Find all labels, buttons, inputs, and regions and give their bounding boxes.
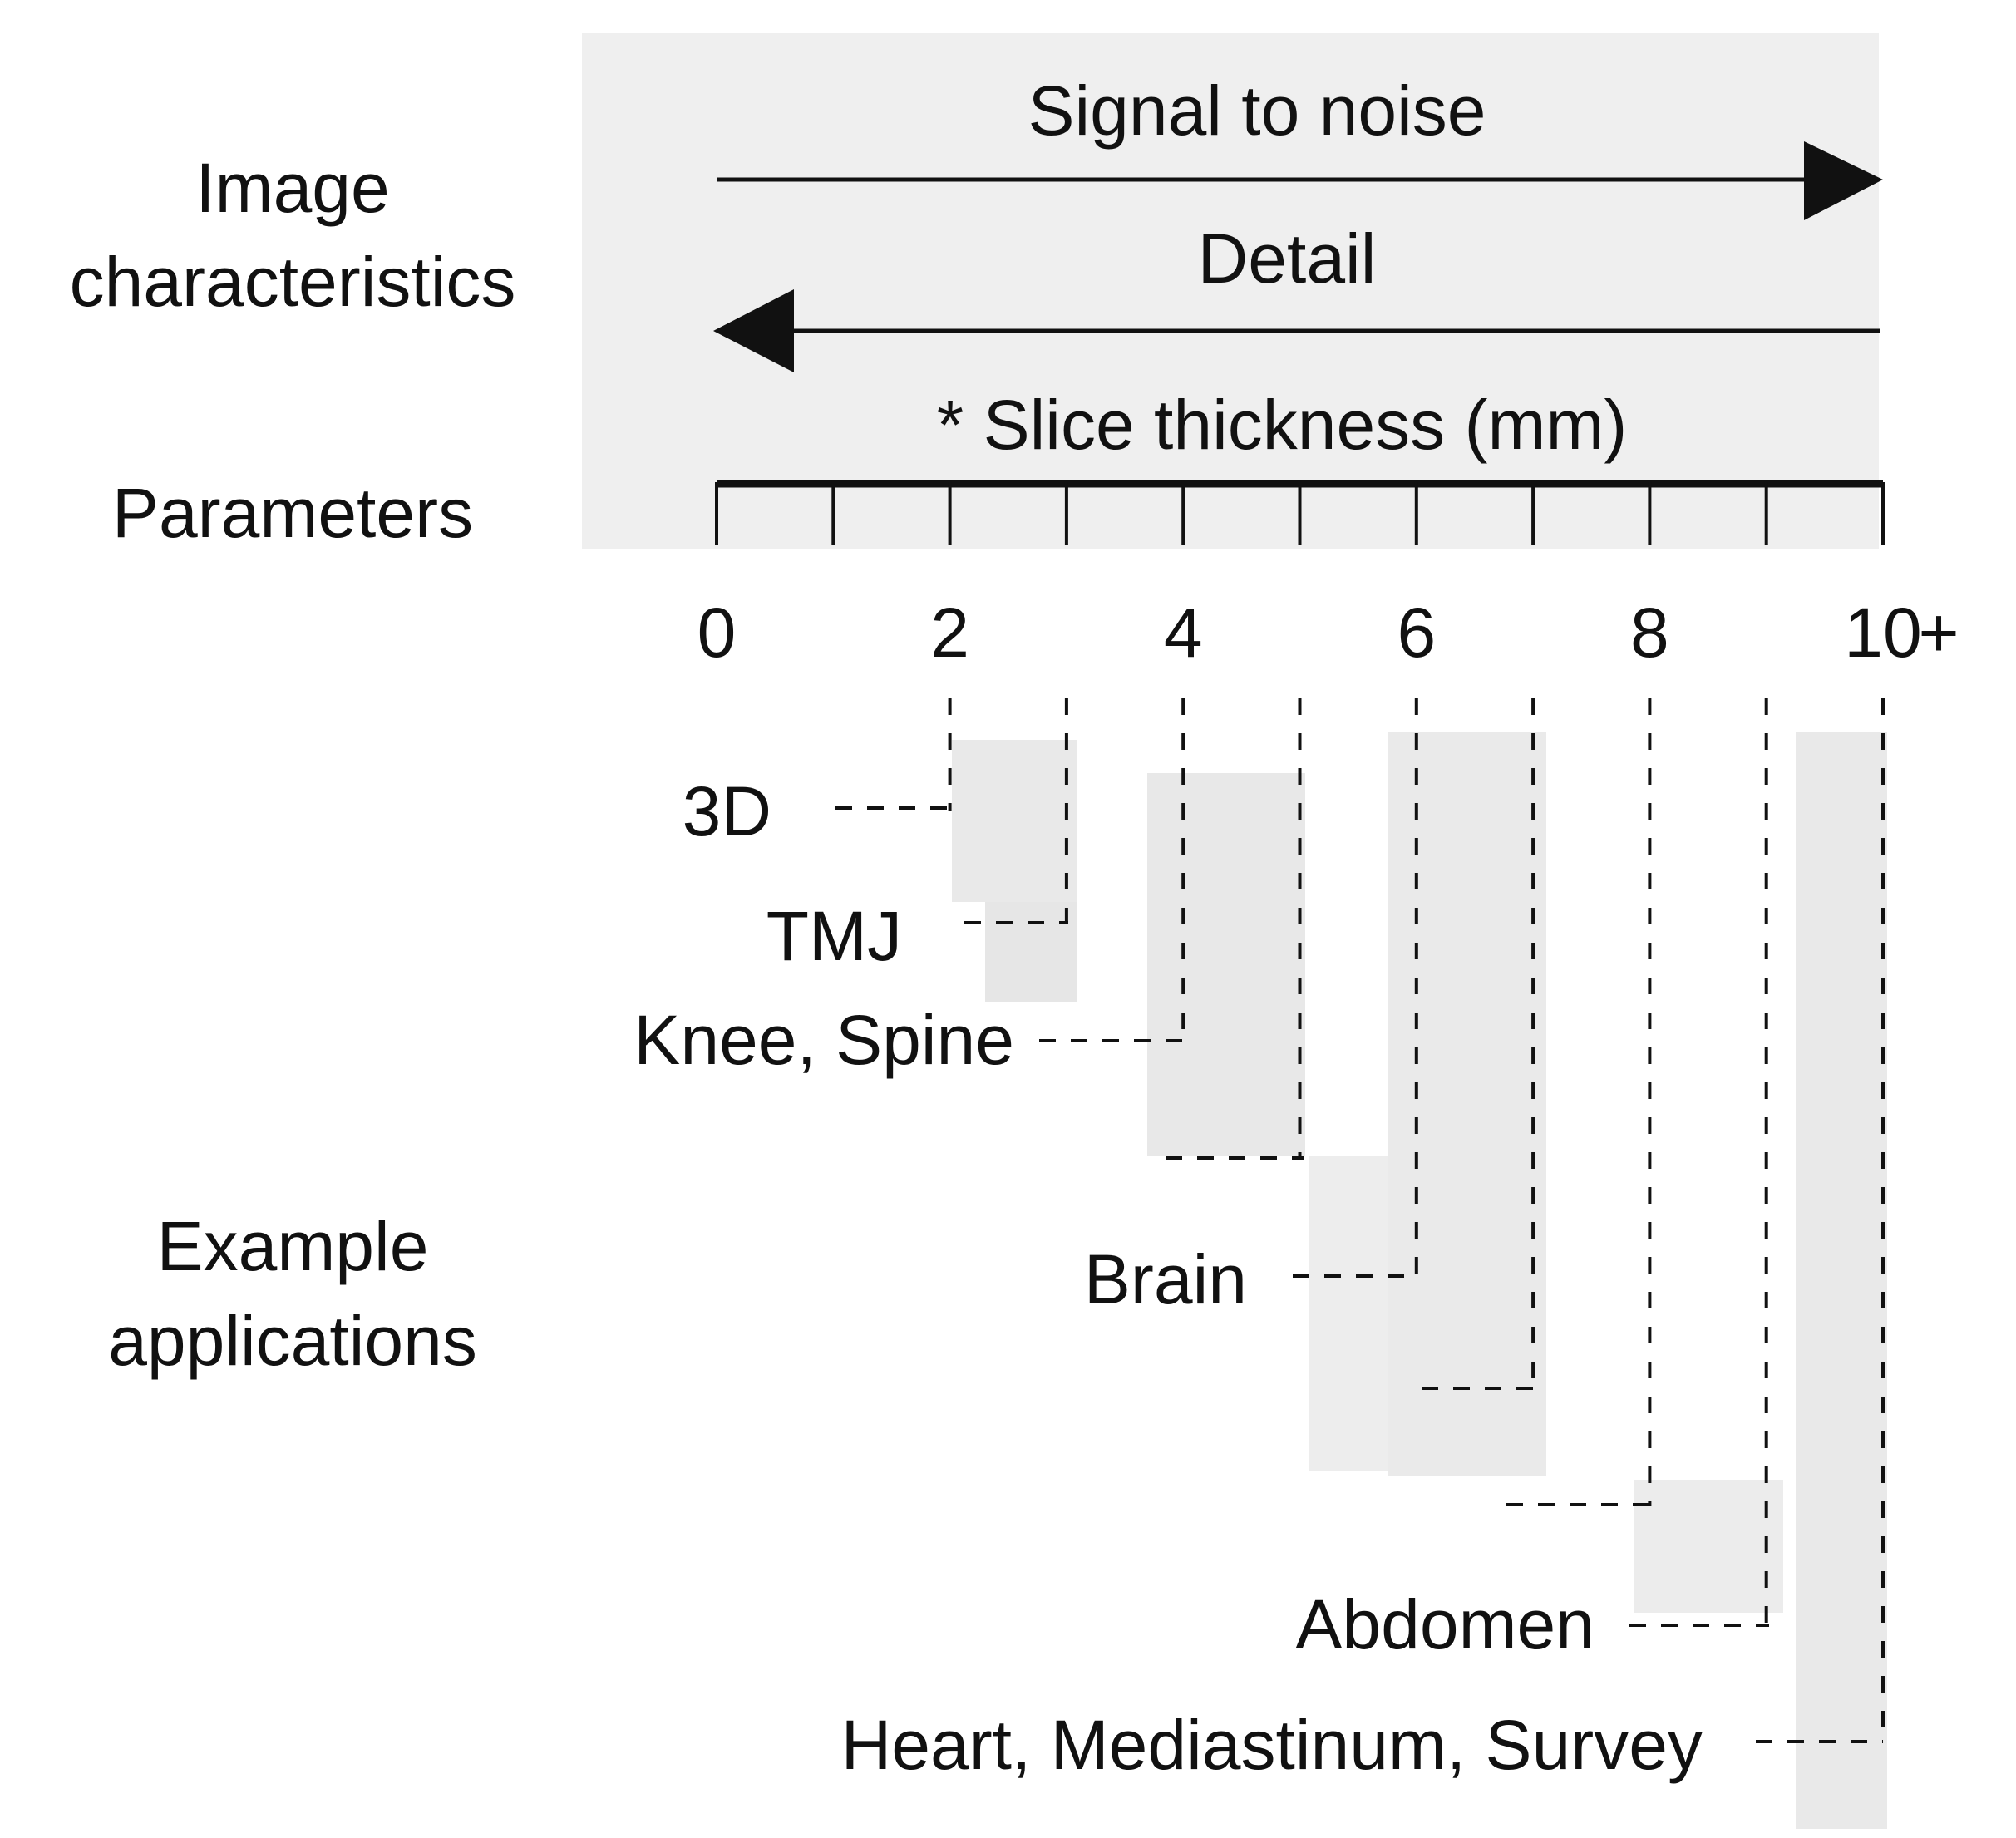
application-shading xyxy=(952,732,1887,1829)
signal-to-noise-label: Signal to noise xyxy=(1028,71,1486,150)
shade-brain xyxy=(1388,732,1546,1476)
axis-tick-label-0: 0 xyxy=(697,594,737,672)
application-label-heart: Heart, Mediastinum, Survey xyxy=(841,1706,1703,1784)
shade-knee-spine xyxy=(1147,773,1305,1156)
application-label-knee-spine: Knee, Spine xyxy=(633,1001,1014,1079)
axis-tick-label-4: 4 xyxy=(1164,594,1203,672)
row-label-examples-line1: Example xyxy=(157,1207,429,1285)
application-list: 3D TMJ Knee, Spine Brain Abdomen Heart, … xyxy=(633,772,1703,1784)
row-label-image-line1: Image xyxy=(195,149,389,227)
application-label-abdomen: Abdomen xyxy=(1295,1585,1595,1663)
application-label-3d: 3D xyxy=(683,772,771,850)
axis-tick-label-2: 2 xyxy=(930,594,969,672)
application-label-brain: Brain xyxy=(1084,1240,1247,1318)
axis-tick-labels: 0 2 4 6 8 10 xyxy=(697,594,1922,672)
row-label-parameters: Parameters xyxy=(112,474,473,552)
shade-3d xyxy=(952,740,1077,902)
shade-heart xyxy=(1796,732,1887,1829)
arrow-left-icon xyxy=(713,289,794,372)
row-label-examples-line2: applications xyxy=(108,1302,477,1380)
axis-overflow-label: + xyxy=(1918,594,1959,672)
application-leaders xyxy=(835,806,1883,1743)
detail-label: Detail xyxy=(1198,219,1377,298)
guide-lines xyxy=(948,698,1885,1746)
axis-title: * Slice thickness (mm) xyxy=(937,386,1628,464)
shade-abdomen xyxy=(1634,1480,1783,1613)
application-label-tmj: TMJ xyxy=(766,897,902,975)
axis-tick-label-8: 8 xyxy=(1630,594,1669,672)
header-shade xyxy=(582,33,1879,549)
axis-tick-label-10: 10 xyxy=(1844,594,1921,672)
row-label-image-line2: characteristics xyxy=(70,243,516,321)
axis-tick-label-6: 6 xyxy=(1397,594,1436,672)
arrow-right-icon xyxy=(1804,141,1883,220)
shade-tmj xyxy=(985,902,1077,1002)
axis-ticks xyxy=(715,482,1885,545)
